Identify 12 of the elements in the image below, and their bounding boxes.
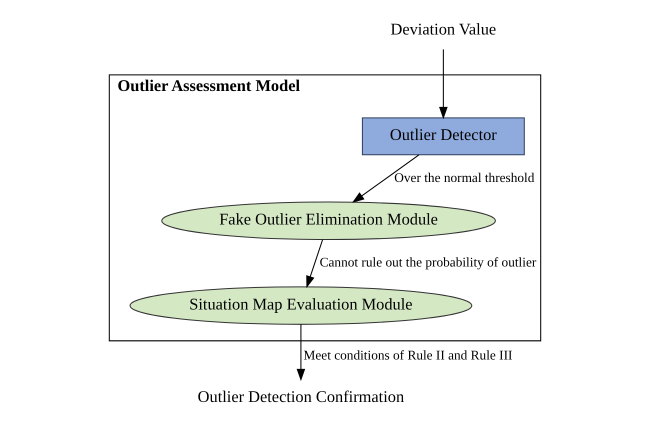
arrow xyxy=(306,240,324,288)
node-ellipse: Situation Map Evaluation Module xyxy=(130,286,472,325)
arrow xyxy=(439,49,448,120)
node-ellipse: Fake Outlier Elimination Module xyxy=(161,202,496,240)
node-text: Deviation Value xyxy=(390,20,496,39)
edge-label: Meet conditions of Rule II and Rule III xyxy=(304,348,512,363)
edge-label: Over the normal threshold xyxy=(394,170,534,185)
node-text: Outlier Detection Confirmation xyxy=(198,387,404,406)
edge-label: Cannot rule out the probability of outlier xyxy=(320,254,536,270)
arrow xyxy=(352,154,420,203)
node-box: Outlier Detector xyxy=(362,117,525,156)
arrow xyxy=(296,324,306,382)
